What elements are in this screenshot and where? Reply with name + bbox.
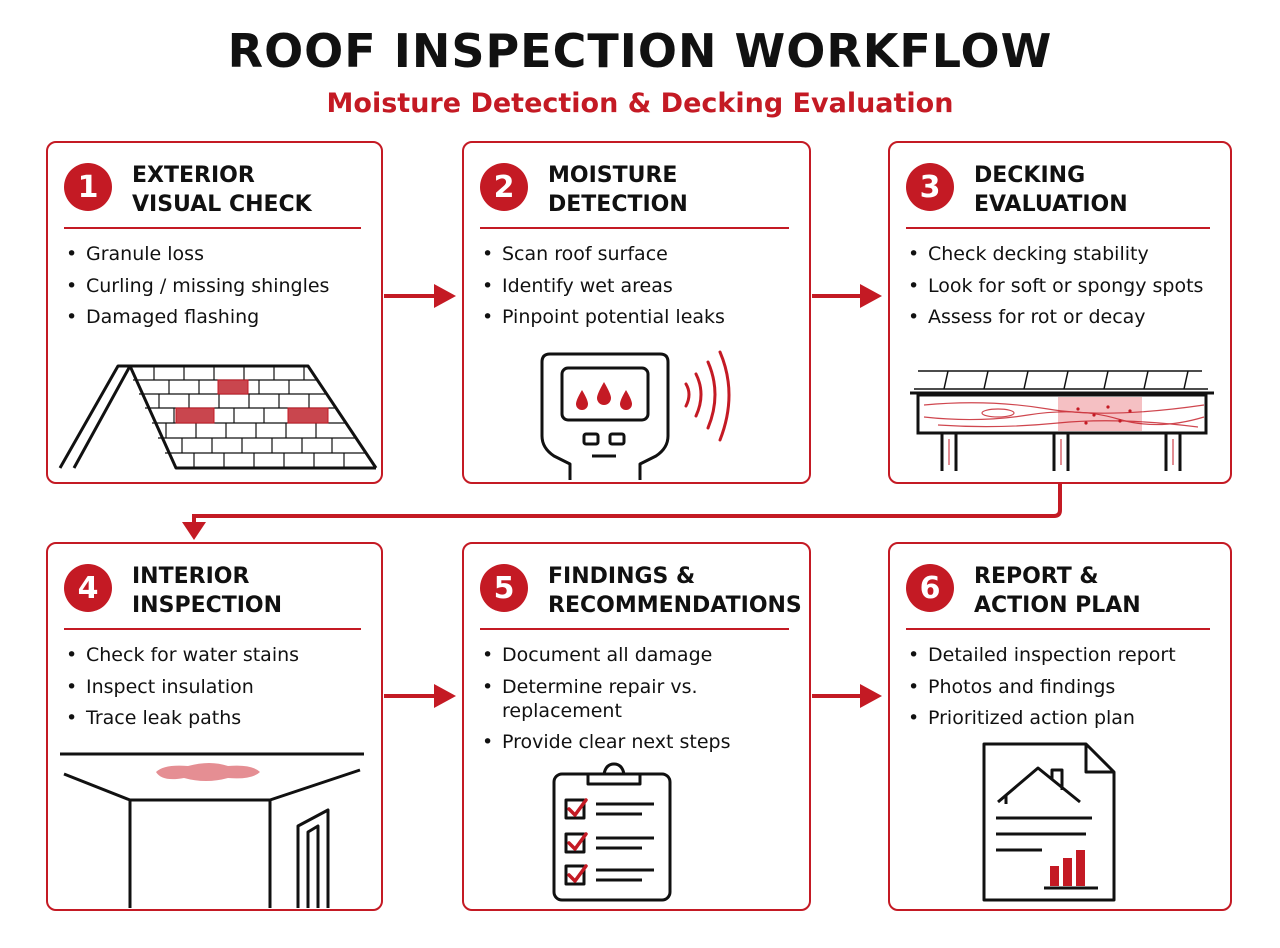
bullet-list: Document all damage Determine repair vs.… [482,640,731,759]
bullet-list: Detailed inspection report Photos and fi… [908,640,1176,735]
arrow-right-5-to-6 [812,684,882,708]
step-title: REPORT & ACTION PLAN [974,564,1141,618]
step-card-1: 1 EXTERIOR VISUAL CHECK Granule loss Cur… [46,141,383,484]
roof-decking-icon [910,370,1214,471]
arrow-right-1-to-2 [384,284,456,308]
arrow-right-4-to-5 [384,684,456,708]
step-card-2: 2 MOISTURE DETECTION Scan roof surface I… [462,141,811,484]
step-title: FINDINGS & RECOMMENDATIONS [548,564,802,618]
step-title: INTERIOR INSPECTION [132,564,283,618]
divider [64,227,361,229]
list-item: Detailed inspection report [908,640,1176,672]
ceiling-stain-icon [60,752,364,908]
list-item: Provide clear next steps [482,727,731,759]
divider [906,628,1210,630]
step-number-badge: 3 [906,163,954,211]
step-title: MOISTURE DETECTION [548,163,688,217]
list-item: Check decking stability [908,239,1203,271]
list-item: Identify wet areas [482,271,725,303]
step-card-6: 6 REPORT & ACTION PLAN Detailed inspecti… [888,542,1232,911]
step-number-badge: 4 [64,564,112,612]
list-item: Curling / missing shingles [66,271,329,303]
list-item: Prioritized action plan [908,703,1176,735]
page-title: ROOF INSPECTION WORKFLOW [227,24,1053,78]
list-item: Granule loss [66,239,329,271]
step-card-4: 4 INTERIOR INSPECTION Check for water st… [46,542,383,911]
list-item: Determine repair vs.replacement [482,672,731,724]
divider [480,628,789,630]
list-item: Photos and findings [908,672,1176,704]
moisture-meter-icon [540,350,731,480]
list-item: Look for soft or spongy spots [908,271,1203,303]
step-number-badge: 2 [480,163,528,211]
bullet-list: Scan roof surface Identify wet areas Pin… [482,239,725,334]
divider [906,227,1210,229]
list-item: Document all damage [482,640,731,672]
bullet-list: Granule loss Curling / missing shingles … [66,239,329,334]
list-item: Trace leak paths [66,703,299,735]
step-number-badge: 5 [480,564,528,612]
list-item: Assess for rot or decay [908,302,1203,334]
step-card-3: 3 DECKING EVALUATION Check decking stabi… [888,141,1232,484]
list-item: Pinpoint potential leaks [482,302,725,334]
roof-shingles-icon [58,364,378,470]
list-item: Scan roof surface [482,239,725,271]
list-item: Check for water stains [66,640,299,672]
step-title: DECKING EVALUATION [974,163,1128,217]
arrow-connector-3-to-4 [182,484,1062,540]
step-number-badge: 1 [64,163,112,211]
divider [64,628,361,630]
arrow-right-2-to-3 [812,284,882,308]
bullet-list: Check for water stains Inspect insulatio… [66,640,299,735]
bullet-list: Check decking stability Look for soft or… [908,239,1203,334]
step-title: EXTERIOR VISUAL CHECK [132,163,312,217]
step-number-badge: 6 [906,564,954,612]
list-item: Inspect insulation [66,672,299,704]
page-subtitle: Moisture Detection & Decking Evaluation [326,88,954,119]
list-item: Damaged flashing [66,302,329,334]
step-card-5: 5 FINDINGS & RECOMMENDATIONS Document al… [462,542,811,911]
clipboard-checklist-icon [552,762,672,902]
divider [480,227,789,229]
report-document-icon [982,742,1116,902]
